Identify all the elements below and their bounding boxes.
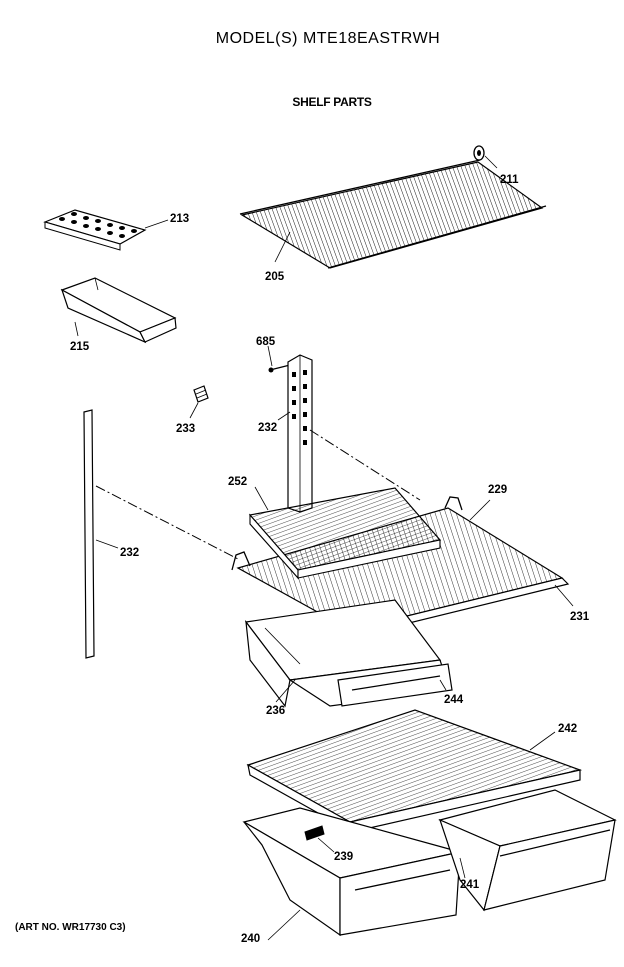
label-215: 215: [70, 341, 90, 353]
part-233-clip: [189, 385, 209, 419]
part-213-egg-tray: [43, 209, 169, 251]
label-205: 205: [265, 271, 285, 283]
label-232-right: 232: [258, 422, 277, 434]
part-252-crisper-cover: [248, 486, 442, 580]
label-240: 240: [241, 933, 260, 945]
model-title: MODEL(S) MTE18EASTRWH: [215, 30, 441, 47]
assembly-lines: [95, 429, 421, 561]
label-231: 231: [570, 611, 590, 623]
label-244: 244: [444, 694, 464, 706]
section-title: SHELF PARTS: [292, 95, 372, 109]
part-240-crisper-drawer-left: [242, 807, 461, 941]
label-241: 241: [460, 879, 480, 891]
part-215-door-bin: [60, 277, 177, 344]
part-232-shelf-ladder-left: [83, 409, 119, 659]
label-252: 252: [228, 476, 247, 488]
part-205-wire-shelf: [239, 159, 547, 269]
label-229: 229: [488, 484, 507, 496]
part-labels: 211 213 205 215 685 233 232 252 229 232 …: [70, 174, 590, 945]
label-239: 239: [334, 851, 353, 863]
label-213: 213: [170, 213, 189, 225]
part-241-crisper-drawer-right: [438, 789, 617, 912]
part-232-shelf-ladder-right: [277, 354, 313, 513]
label-685: 685: [256, 336, 276, 348]
art-number: (ART NO. WR17730 C3): [15, 922, 126, 933]
label-236: 236: [266, 705, 285, 717]
label-233: 233: [176, 423, 195, 435]
label-211: 211: [500, 174, 519, 186]
label-232-left: 232: [120, 547, 139, 559]
label-242: 242: [558, 723, 577, 735]
part-244-pan-front: [337, 663, 453, 707]
part-239-divider: [304, 825, 335, 853]
